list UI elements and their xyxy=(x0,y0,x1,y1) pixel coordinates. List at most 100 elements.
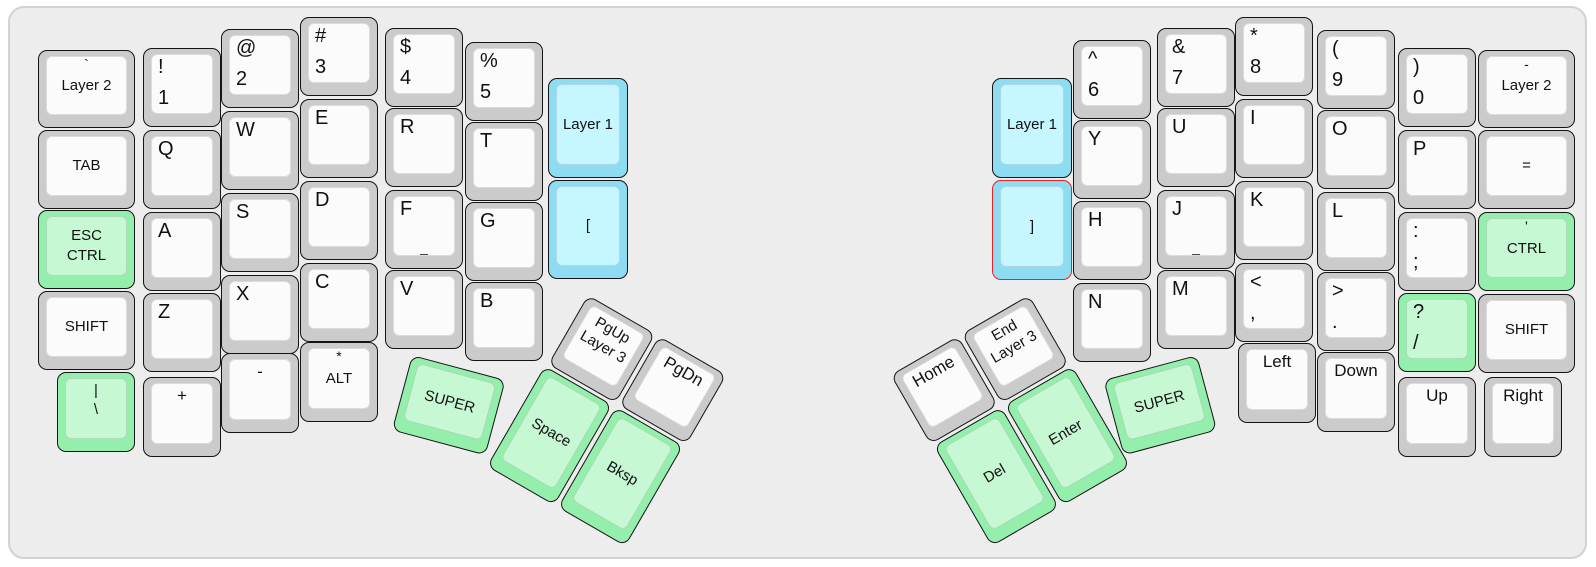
key-super-left[interactable]: SUPER xyxy=(391,355,506,456)
key-6[interactable]: ^6 xyxy=(1073,40,1151,119)
key-k[interactable]: K xyxy=(1235,181,1313,260)
key-label: ( xyxy=(1332,38,1339,60)
key-label: W xyxy=(236,119,255,141)
key-r[interactable]: R xyxy=(385,108,463,187)
key-label: Q xyxy=(158,138,174,160)
homing-bar: _ xyxy=(1192,239,1200,255)
key-layer1-left[interactable]: Layer 1 xyxy=(548,78,628,178)
key-b[interactable]: B xyxy=(465,282,543,361)
key-label: M xyxy=(1172,278,1189,300)
key-left-bracket[interactable]: [ xyxy=(548,180,628,279)
key-9[interactable]: (9 xyxy=(1317,30,1395,109)
keycap-top: *ALT xyxy=(308,348,370,409)
key-x[interactable]: X xyxy=(221,275,299,354)
key-label: Left xyxy=(1262,352,1292,371)
key-asterisk-alt[interactable]: *ALT xyxy=(300,342,378,422)
key-arrow-left[interactable]: Left xyxy=(1238,343,1316,423)
key-p[interactable]: P xyxy=(1398,130,1476,209)
keycap-top: Left xyxy=(1246,349,1308,410)
key-d[interactable]: D xyxy=(300,181,378,260)
key-label: L xyxy=(1332,200,1344,222)
key-pipe-backslash[interactable]: |\ xyxy=(57,372,135,452)
key-equals[interactable]: = xyxy=(1478,130,1575,209)
key-label-group: SUPER xyxy=(404,364,495,440)
key-label-group: |\ xyxy=(66,381,126,419)
key-1[interactable]: !1 xyxy=(143,48,221,127)
key-label-line: SHIFT xyxy=(64,318,109,335)
key-8[interactable]: *8 xyxy=(1235,17,1313,96)
key-2[interactable]: @2 xyxy=(221,29,299,108)
key-c[interactable]: C xyxy=(300,263,378,342)
key-5[interactable]: %5 xyxy=(465,42,543,121)
key-3[interactable]: #3 xyxy=(300,17,378,96)
keycap-top: Up xyxy=(1406,383,1468,444)
key-v[interactable]: V xyxy=(385,270,463,349)
key-layer1-right[interactable]: Layer 1 xyxy=(992,78,1072,178)
keycap-top: E xyxy=(308,105,370,165)
key-super-right[interactable]: SUPER xyxy=(1103,355,1218,456)
key-shift-left[interactable]: SHIFT xyxy=(38,291,135,370)
key-w[interactable]: W xyxy=(221,111,299,190)
key-i[interactable]: I xyxy=(1235,99,1313,178)
key-slash[interactable]: ?/ xyxy=(1398,293,1476,372)
keycap-top: `Layer 2 xyxy=(46,56,127,115)
key-quote-ctrl[interactable]: 'CTRL xyxy=(1478,212,1575,291)
key-q[interactable]: Q xyxy=(143,130,221,209)
key-f[interactable]: F_ xyxy=(385,190,463,269)
key-n[interactable]: N xyxy=(1073,283,1151,362)
keycap-top: (9 xyxy=(1325,36,1387,96)
key-arrow-down[interactable]: Down xyxy=(1317,352,1395,432)
key-label: * xyxy=(336,348,342,364)
keycap-top: $4 xyxy=(393,34,455,94)
key-minus[interactable]: - xyxy=(221,353,299,433)
keycap-top: Down xyxy=(1325,358,1387,419)
key-arrow-up[interactable]: Up xyxy=(1398,377,1476,457)
keycap-top: SHIFT xyxy=(1486,300,1567,360)
key-shift-right[interactable]: SHIFT xyxy=(1478,294,1575,373)
key-j[interactable]: J_ xyxy=(1157,190,1235,269)
keycap-top: &7 xyxy=(1165,34,1227,94)
keycap-top: J_ xyxy=(1165,196,1227,256)
keycap-top: [ xyxy=(556,186,620,266)
key-label-line: CTRL xyxy=(66,247,107,264)
key-semicolon[interactable]: :; xyxy=(1398,212,1476,291)
key-minus-layer2[interactable]: -Layer 2 xyxy=(1478,50,1575,128)
key-label: Down xyxy=(1334,361,1378,380)
key-label: V xyxy=(400,278,414,300)
key-g[interactable]: G xyxy=(465,202,543,281)
key-label: Home xyxy=(909,351,958,392)
key-h[interactable]: H xyxy=(1073,201,1151,280)
key-s[interactable]: S xyxy=(221,193,299,272)
key-o[interactable]: O xyxy=(1317,110,1395,189)
key-u[interactable]: U xyxy=(1157,108,1235,187)
key-label: # xyxy=(315,25,327,47)
key-7[interactable]: &7 xyxy=(1157,28,1235,107)
keycap-top: *8 xyxy=(1243,23,1305,83)
key-label: ! xyxy=(158,56,164,78)
key-tab[interactable]: TAB xyxy=(38,130,135,209)
key-y[interactable]: Y xyxy=(1073,120,1151,199)
key-z[interactable]: Z xyxy=(143,293,221,372)
key-period[interactable]: >. xyxy=(1317,272,1395,351)
keycap-top: |\ xyxy=(65,378,127,439)
key-grave-layer2[interactable]: `Layer 2 xyxy=(38,50,135,128)
key-0[interactable]: )0 xyxy=(1398,48,1476,127)
key-arrow-right[interactable]: Right xyxy=(1484,377,1562,457)
keycap-top: M xyxy=(1165,276,1227,336)
key-plus[interactable]: + xyxy=(143,377,221,457)
keycap-top: %5 xyxy=(473,48,535,108)
key-label: 8 xyxy=(1250,56,1262,78)
key-e[interactable]: E xyxy=(300,99,378,178)
key-label: H xyxy=(1088,209,1103,231)
key-m[interactable]: M xyxy=(1157,270,1235,349)
key-a[interactable]: A xyxy=(143,212,221,291)
key-t[interactable]: T xyxy=(465,122,543,201)
key-comma[interactable]: <, xyxy=(1235,263,1313,342)
key-4[interactable]: $4 xyxy=(385,28,463,107)
keycap-top: ] xyxy=(1000,186,1064,267)
keycap-top: B xyxy=(473,288,535,348)
key-right-bracket[interactable]: ] xyxy=(992,180,1072,280)
key-l[interactable]: L xyxy=(1317,192,1395,271)
